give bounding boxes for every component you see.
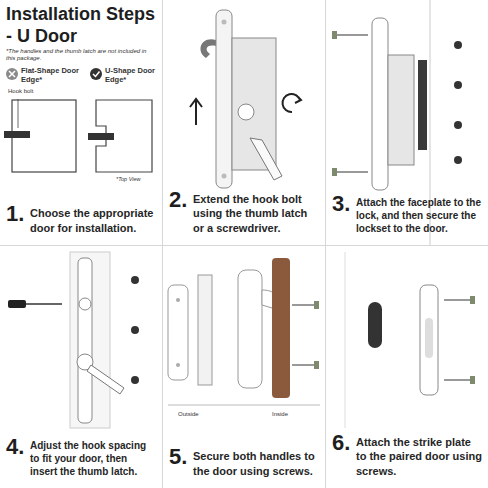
step-number: 3. (332, 193, 356, 215)
door-hole (454, 81, 462, 89)
wood-handle (272, 258, 290, 398)
door-hole (131, 276, 139, 284)
hook-bolt (88, 133, 114, 140)
step-panel: 1.Choose the appropriate door for instal… (0, 0, 162, 245)
screw-head (314, 361, 319, 369)
screw-head (332, 168, 337, 176)
option-label: Flat-Shape Door Edge* (21, 66, 83, 84)
up-arrow (190, 99, 202, 125)
step-panel: 2.Extend the hook bolt using the thumb l… (163, 0, 325, 245)
mortise (418, 60, 427, 150)
step-row: 6.Attach the strike plate to the paired … (332, 432, 482, 478)
screw-hole (176, 363, 180, 367)
outside-handle (168, 285, 188, 380)
step-panel: 5.Secure both handles to the door using … (163, 246, 325, 488)
step-number: 6. (332, 432, 356, 454)
screwdriver-handle (8, 300, 26, 308)
check-mark (93, 72, 100, 77)
step-caption: Extend the hook bolt using the thumb lat… (193, 189, 319, 235)
grid-line (0, 245, 488, 246)
step-number: 2. (169, 189, 193, 211)
screw (444, 379, 470, 381)
door-hole (454, 41, 462, 49)
step-caption: Secure both handles to the door using sc… (193, 446, 319, 478)
step-panel: 3.Attach the faceplate to the lock, and … (326, 0, 488, 245)
door-hole (131, 326, 139, 334)
grid-line (325, 0, 326, 488)
side-label: Outside (178, 411, 228, 418)
cross-icon (6, 68, 18, 80)
rotate-arrow (283, 94, 301, 112)
screwdriver-shaft (26, 303, 62, 305)
step-caption: Choose the appropriate door for installa… (30, 203, 156, 235)
thumb-latch (250, 138, 282, 180)
screw-head (470, 376, 475, 384)
grid-line (162, 0, 163, 488)
faceplate (216, 10, 232, 188)
screw (337, 34, 368, 36)
door-edge (70, 252, 110, 428)
adjust-screw (79, 298, 91, 310)
title: Installation Steps - U Door (6, 4, 158, 47)
lock-body (388, 55, 414, 165)
screw-hole (222, 20, 227, 25)
view-note: *Top View (116, 176, 160, 183)
lock-body (198, 275, 212, 385)
ground-line (168, 405, 320, 406)
check-icon (90, 68, 102, 80)
step-number: 5. (169, 446, 193, 468)
lock-body (232, 38, 276, 170)
step-row: 5.Secure both handles to the door using … (169, 446, 319, 478)
part-label: Hook bolt (8, 88, 68, 95)
step-row: 3.Attach the faceplate to the lock, and … (332, 193, 482, 235)
hook-bolt (4, 131, 30, 138)
option-label: U-Shape Door Edge* (105, 66, 160, 84)
screw-head (332, 31, 337, 39)
leader-line (18, 99, 19, 128)
screw-hole (222, 174, 227, 179)
door-hole (454, 156, 462, 164)
step-caption: Adjust the hook spacing to fit your door… (30, 436, 156, 478)
door-edge (345, 252, 346, 428)
step-row: 1.Choose the appropriate door for instal… (6, 203, 156, 235)
side-label: Inside (272, 411, 322, 418)
thumb-knob (238, 104, 254, 120)
door-hole (131, 376, 139, 384)
step-caption: Attach the faceplate to the lock, and th… (356, 193, 482, 235)
bolt-slot (368, 302, 382, 348)
door-hole (454, 121, 462, 129)
inside-escutcheon (238, 270, 262, 388)
screw-head (470, 296, 475, 304)
step-panel: 4.Adjust the hook spacing to fit your do… (0, 246, 162, 488)
hook (201, 39, 216, 58)
step-number: 4. (6, 436, 30, 458)
thumb-latch (87, 365, 124, 394)
screw (444, 299, 470, 301)
door (430, 0, 488, 245)
step-caption: Attach the strike plate to the paired do… (356, 432, 482, 478)
step-panel: 6.Attach the strike plate to the paired … (326, 246, 488, 488)
screw-hole (176, 298, 180, 302)
screw (292, 364, 314, 366)
screw (292, 304, 314, 306)
strike-plate (420, 285, 438, 395)
step-row: 2.Extend the hook bolt using the thumb l… (169, 189, 319, 235)
step-number: 1. (6, 203, 30, 225)
strike-slot (425, 318, 433, 358)
screw (337, 171, 368, 173)
screw-head (314, 301, 319, 309)
faceplate (372, 18, 388, 190)
cross-mark (9, 71, 15, 77)
note: *The handles and the thumb latch are not… (6, 48, 156, 62)
door-edge (430, 0, 431, 245)
step-row: 4.Adjust the hook spacing to fit your do… (6, 436, 156, 478)
faceplate (78, 258, 92, 423)
